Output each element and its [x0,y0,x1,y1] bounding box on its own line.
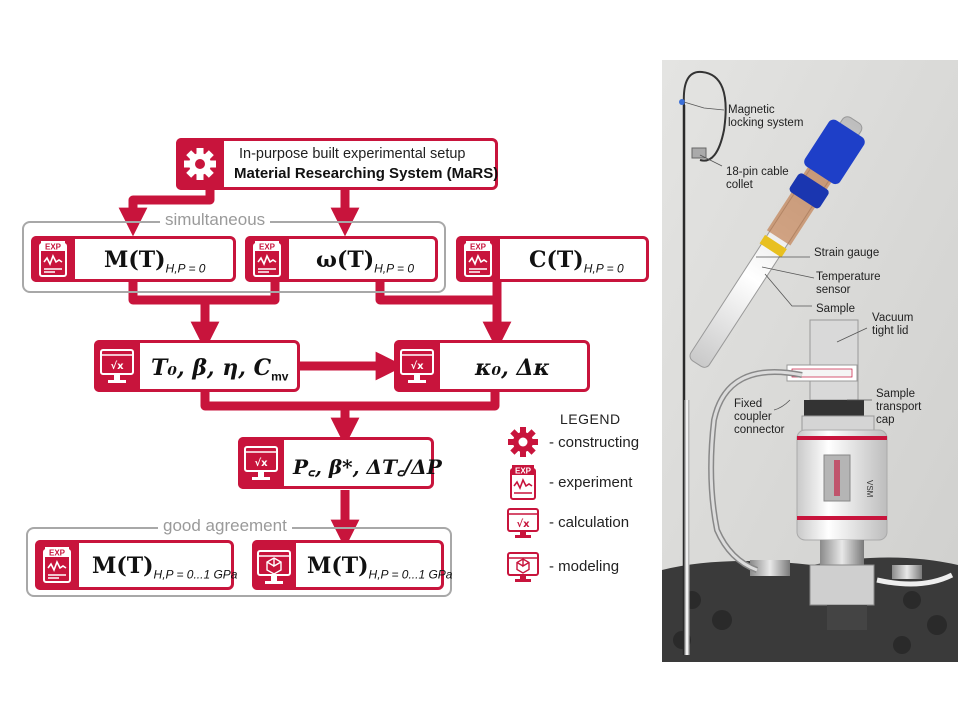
kappa-box: √x κ₀, Δκ [394,340,590,392]
legend-label: - modeling [549,557,620,575]
legend-title: LEGEND [560,411,621,427]
svg-text:EXP: EXP [259,243,276,252]
modeling-monitor-icon [507,552,539,582]
calculation-monitor-icon: √x [507,508,539,538]
svg-text:√x: √x [516,518,530,530]
apparatus-photo: VSM Magnetic locking system 18-pin cable… [662,60,958,662]
m-t-box: EXP M(T)H,P = 0 [31,236,236,282]
exp-clipboard-icon: EXP [464,241,492,277]
legend-calculation: √x - calculation [505,504,629,540]
callout-temperature: Temperature sensor [816,271,881,296]
legend-label: - constructing [549,433,640,451]
m-t-formula: M(T)H,P = 0 [104,247,206,276]
legend-modeling: - modeling [505,548,619,584]
kappa-formula: κ₀, Δκ [475,355,551,381]
exp-clipboard-icon: EXP [253,241,281,277]
simultaneous-label: simultaneous [160,210,271,230]
c-t-box: EXP C(T)H,P = 0 [456,236,649,282]
svg-text:EXP: EXP [515,467,532,476]
callout-vacuum: Vacuum tight lid [872,312,914,337]
callout-magnetic: Magnetic locking system [728,104,804,129]
calculation-monitor-icon: √x [100,349,134,383]
vsm-label: VSM [865,480,874,498]
svg-text:√x: √x [254,457,268,469]
header-line2: Material Researching System (MaRS) [234,165,499,182]
exp-clipboard-icon: EXP [39,241,67,277]
svg-text:√x: √x [410,360,424,372]
modeling-monitor-icon [257,550,291,584]
callout-sample: Sample [816,303,855,315]
svg-text:√x: √x [110,360,124,372]
calculation-monitor-icon: √x [400,349,434,383]
exp-clipboard-icon: EXP [510,465,536,500]
apparatus-illustration: VSM [662,60,958,662]
header-box: In-purpose built experimental setup Mate… [176,138,498,190]
params-box: √x T₀, β, η, Cmv [94,340,300,392]
callout-fixed: Fixed coupler connector [734,398,785,436]
m-exp-box: EXP M(T)H,P = 0...1 GPa [35,540,238,590]
omega-t-formula: ω(T)H,P = 0 [316,247,415,276]
arrow-header-to-m [118,188,215,237]
callout-transport: Sample transport cap [876,388,922,426]
callout-cable: 18-pin cable collet [726,166,789,191]
legend-experiment: EXP - experiment [505,464,632,500]
svg-text:EXP: EXP [470,243,487,252]
gear-icon [176,138,224,190]
svg-text:EXP: EXP [49,549,66,558]
m-model-formula: M(T)H,P = 0...1 GPa [307,553,453,582]
gear-icon [508,427,538,457]
pc-formula: P꜀, β*, ΔT꜀/ΔP [293,455,442,479]
callout-strain: Strain gauge [814,247,880,259]
legend-label: - experiment [549,473,633,491]
exp-clipboard-icon: EXP [43,547,71,583]
c-t-formula: C(T)H,P = 0 [529,247,624,276]
header-line1: In-purpose built experimental setup [239,146,466,162]
m-model-box: M(T)H,P = 0...1 GPa [252,540,452,590]
good-agreement-label: good agreement [158,516,292,536]
legend-label: - calculation [549,513,630,531]
m-exp-formula: M(T)H,P = 0...1 GPa [92,553,238,582]
svg-text:EXP: EXP [45,243,62,252]
pc-box: √x P꜀, β*, ΔT꜀/ΔP [238,437,442,489]
params-formula: T₀, β, η, Cmv [151,355,289,384]
omega-t-box: EXP ω(T)H,P = 0 [245,236,438,282]
legend-constructing: - constructing [505,424,639,460]
arrow-to-pc [200,392,500,411]
calculation-monitor-icon: √x [244,446,278,480]
